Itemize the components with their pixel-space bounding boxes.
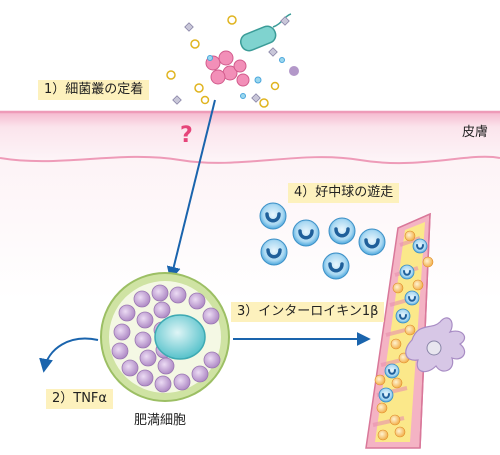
blood-vessel-icon <box>365 212 434 449</box>
step1-label: 1）細菌叢の定着 <box>38 80 150 100</box>
step3-label: 3）インターロイキン1β <box>231 302 385 322</box>
cocci-cluster-icon <box>205 50 250 87</box>
neutrophil-icon <box>322 252 350 280</box>
neutrophil-cluster <box>259 202 386 280</box>
macrophage-icon <box>405 317 466 373</box>
flora-to-mast-cell-arrow <box>166 99 216 281</box>
question-mark: ? <box>180 123 193 148</box>
spiky-particle-icon <box>166 15 280 108</box>
neutrophil-icon <box>328 217 356 245</box>
bacterial-flora <box>166 13 299 108</box>
diamond-particle-icon <box>172 16 290 105</box>
mast-cell-icon <box>100 272 230 402</box>
step2-label: 2）TNFα <box>46 389 113 409</box>
skin-label: 皮膚 <box>462 125 489 140</box>
mast-cell-label: 肥満細胞 <box>134 413 187 428</box>
tnf-alpha-arrow <box>39 337 99 373</box>
step4-label: 4）好中球の遊走 <box>288 183 400 203</box>
neutrophil-icon <box>358 228 386 256</box>
neutrophil-icon <box>260 238 288 266</box>
neutrophil-icon <box>292 219 320 247</box>
neutrophil-icon <box>259 202 287 230</box>
